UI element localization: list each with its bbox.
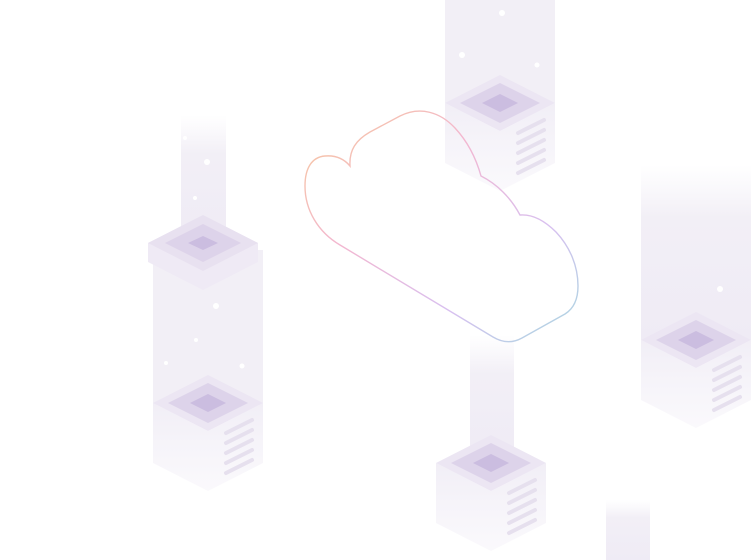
server-stack-top bbox=[443, 0, 557, 193]
server-stack-bottom bbox=[434, 335, 548, 553]
cloud-icon bbox=[304, 110, 579, 343]
sparkles bbox=[164, 10, 723, 369]
server-stack-left bbox=[148, 115, 265, 493]
server-column-bottom-right bbox=[606, 500, 650, 560]
server-stack-right bbox=[639, 165, 751, 430]
